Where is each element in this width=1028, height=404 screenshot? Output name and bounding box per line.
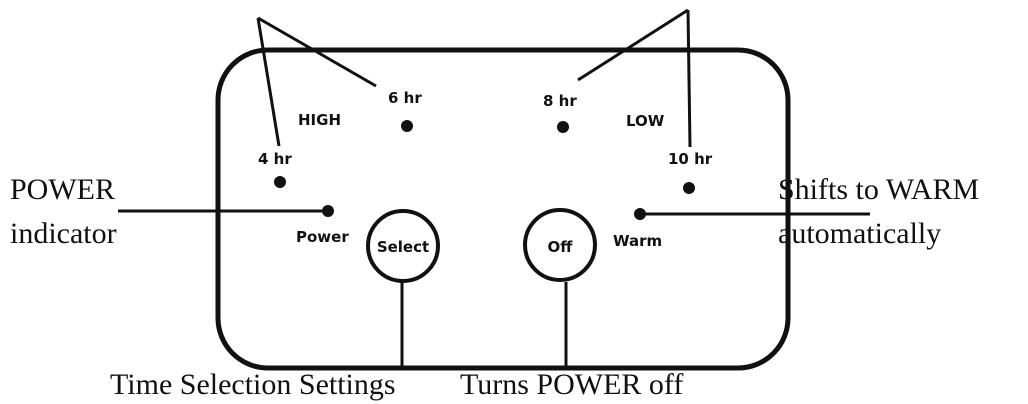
label-power: Power [296,228,349,246]
indicator-dot-8hr [557,121,569,133]
indicator-dot-power [322,205,334,217]
label-6hr: 6 hr [388,89,422,107]
callout-warm-line1: Shifts to WARM [778,173,979,206]
indicator-dot-10hr [683,182,695,194]
label-8hr: 8 hr [543,92,577,110]
indicator-dot-4hr [274,176,286,188]
callout-time-selection: Time Selection Settings [110,368,396,401]
label-low: LOW [626,112,665,130]
leader-line-10hr [686,9,692,148]
indicator-dot-6hr [401,120,413,132]
callout-power-indicator-line2: indicator [10,217,117,250]
label-warm: Warm [613,232,662,250]
label-4hr: 4 hr [258,150,292,168]
label-10hr: 10 hr [668,150,713,168]
callout-power-indicator-line1: POWER [10,173,115,206]
off-button-label: Off [548,238,574,256]
select-button[interactable] [366,209,440,283]
control-panel-outline [215,47,791,371]
off-button[interactable] [523,208,597,282]
leader-line-4hr [256,17,281,147]
callout-warm-line2: automatically [778,217,941,250]
select-button-label: Select [377,238,429,256]
leader-line-6hr [257,16,377,88]
leader-line-8hr [577,8,689,82]
label-high: HIGH [298,111,341,129]
callout-turns-power-off: Turns POWER off [460,368,683,401]
indicator-dot-warm [634,208,646,220]
